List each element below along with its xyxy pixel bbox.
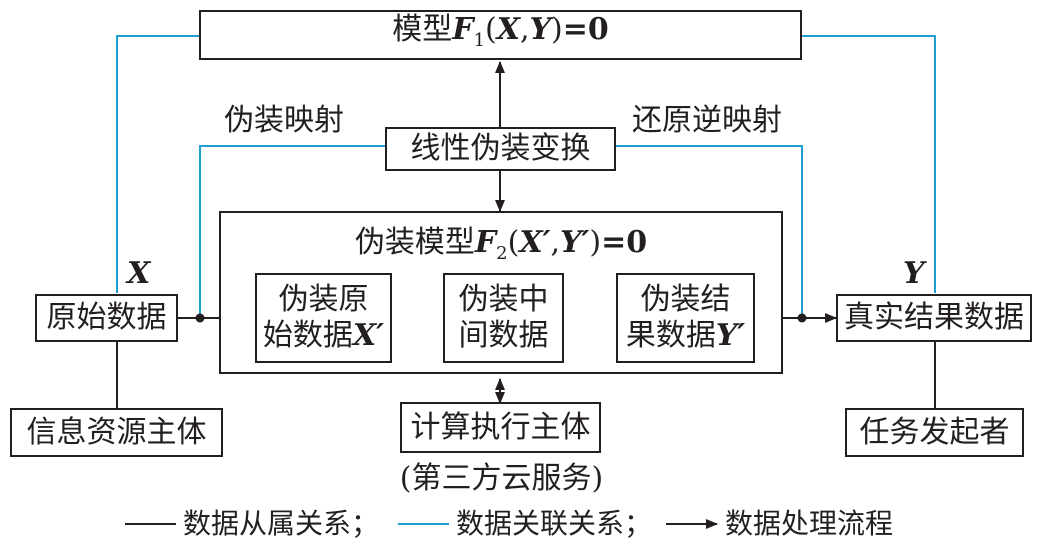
association-line-model-y xyxy=(802,35,936,293)
variable-x-label: X xyxy=(127,256,151,291)
disguise-mapping-label: 伪装映射 xyxy=(224,103,344,138)
variable-y-label: Y xyxy=(903,256,925,291)
disguised-result-data-box: 伪装结 果数据Y′ xyxy=(616,273,755,363)
linear-disguise-transform-label: 线性伪装变换 xyxy=(410,131,591,166)
step1-line2: 始数据 xyxy=(262,318,353,353)
info-resource-owner-label: 信息资源主体 xyxy=(26,414,207,450)
task-initiator-label: 任务发起者 xyxy=(859,414,1010,450)
step3-line1: 伪装结 xyxy=(640,282,731,317)
model-f1-label: 模型F1(X,Y)=0 xyxy=(392,11,609,51)
legend-ownership-label: 数据从属关系； xyxy=(183,507,380,540)
step3-var: Y′ xyxy=(715,318,746,353)
step1-var: X′ xyxy=(352,318,385,353)
inverse-mapping-label: 还原逆映射 xyxy=(632,103,782,138)
original-data-label: 原始数据 xyxy=(46,300,167,335)
real-result-data-box: 真实结果数据 xyxy=(836,294,1032,342)
association-line-x-model xyxy=(116,35,199,293)
original-data-box: 原始数据 xyxy=(35,294,178,342)
cloud-service-label: (第三方云服务) xyxy=(399,461,604,496)
linear-disguise-transform-box: 线性伪装变换 xyxy=(385,127,616,171)
info-resource-owner-box: 信息资源主体 xyxy=(10,408,223,457)
step2-line2: 间数据 xyxy=(458,318,549,353)
disguise-model-f2-label: 伪装模型F2(X′,Y′)=0 xyxy=(354,225,648,264)
real-result-data-label: 真实结果数据 xyxy=(844,300,1024,335)
junction-dot-left xyxy=(195,313,205,323)
task-initiator-box: 任务发起者 xyxy=(845,408,1024,457)
association-line-disguise-map xyxy=(199,145,386,318)
disguised-original-data-box: 伪装原 始数据X′ xyxy=(255,273,392,363)
step2-line1: 伪装中 xyxy=(458,282,549,317)
junction-dot-right xyxy=(797,313,807,323)
legend-association-label: 数据关联关系； xyxy=(456,507,653,540)
disguised-intermediate-data-box: 伪装中 间数据 xyxy=(443,273,564,363)
association-line-inverse-map xyxy=(615,145,803,318)
compute-executor-label: 计算执行主体 xyxy=(410,409,591,445)
legend-flow-label: 数据处理流程 xyxy=(725,507,894,540)
step1-line1: 伪装原 xyxy=(278,282,369,317)
model-f1-box: 模型F1(X,Y)=0 xyxy=(199,10,802,60)
step3-line2: 果数据 xyxy=(625,318,716,353)
compute-executor-box: 计算执行主体 xyxy=(400,402,601,453)
